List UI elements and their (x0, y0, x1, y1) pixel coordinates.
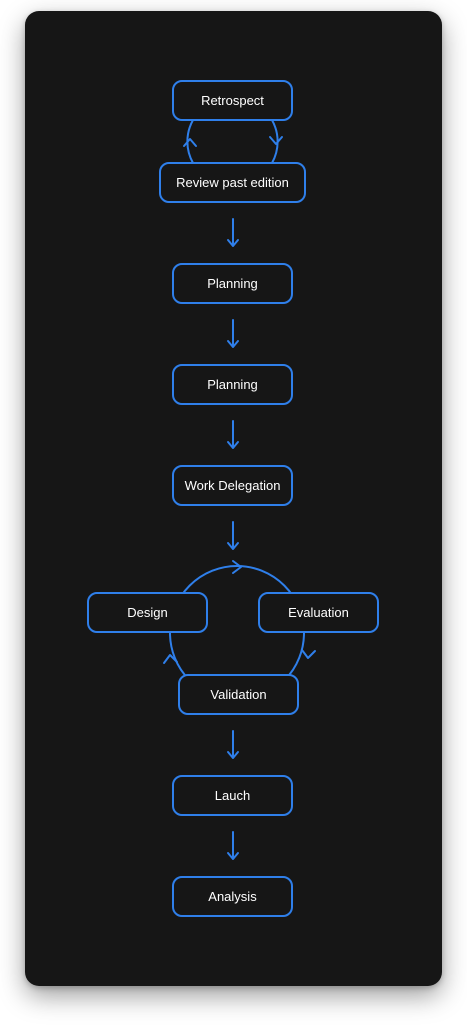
node-planning-2: Planning (172, 364, 293, 405)
node-review-past-edition: Review past edition (159, 162, 306, 203)
arrow-validation-to-launch (227, 730, 239, 759)
arrow-planning-to-delegation (227, 420, 239, 449)
node-design: Design (87, 592, 208, 633)
cycle-arrow-left (163, 654, 178, 664)
node-validation: Validation (178, 674, 299, 715)
node-work-delegation: Work Delegation (172, 465, 293, 506)
arrow-review-to-planning (227, 218, 239, 247)
node-retrospect: Retrospect (172, 80, 293, 121)
arrow-launch-to-analysis (227, 831, 239, 860)
node-analysis: Analysis (172, 876, 293, 917)
node-evaluation: Evaluation (258, 592, 379, 633)
cycle-arrow-right (301, 649, 316, 659)
loop-arrow-right-head (269, 136, 283, 145)
arrow-planning-to-planning (227, 319, 239, 348)
arrow-delegation-to-cycle (227, 521, 239, 550)
node-launch: Lauch (172, 775, 293, 816)
node-planning-1: Planning (172, 263, 293, 304)
cycle-arrow-top (232, 560, 242, 574)
loop-arrow-left-head (183, 138, 197, 147)
